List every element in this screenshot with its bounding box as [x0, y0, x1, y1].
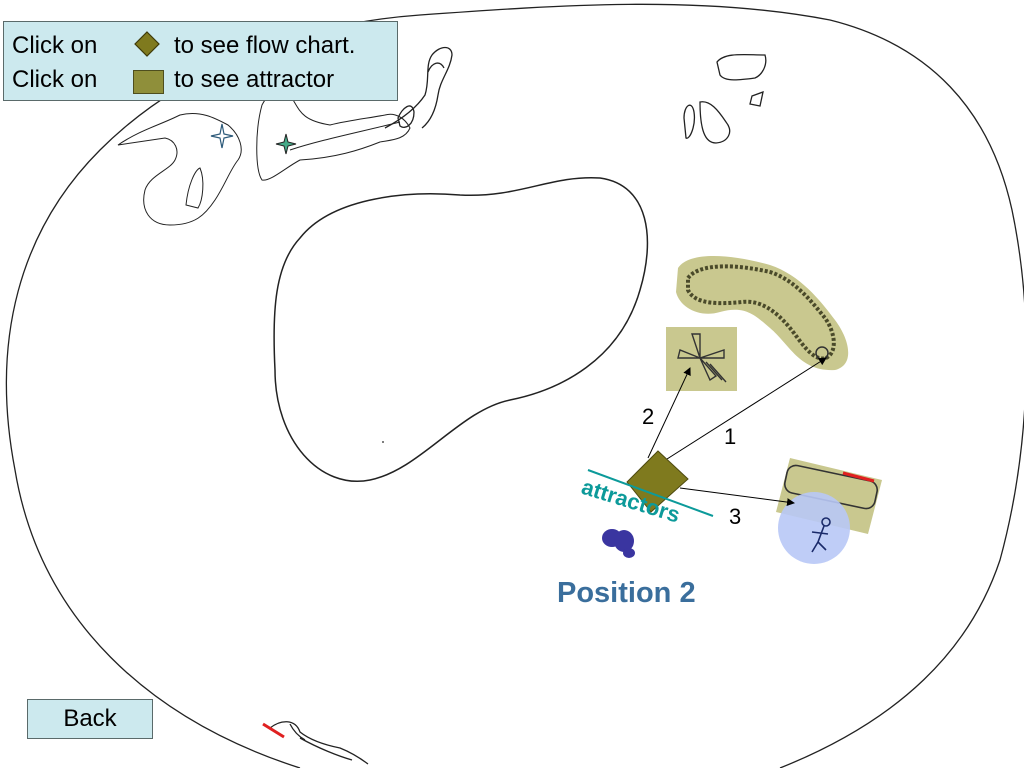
top-right-shape-3 — [683, 101, 731, 144]
info-line-flow-chart: Click on to see flow chart. — [12, 32, 355, 60]
route-label-3: 3 — [729, 504, 742, 529]
square-icon[interactable] — [133, 70, 164, 94]
island-dot — [382, 441, 384, 443]
bottom-left-figure — [269, 721, 369, 765]
red-marker-bottom — [262, 722, 285, 739]
route-arrow-1 — [655, 357, 827, 467]
person-icon — [811, 517, 831, 553]
top-left-figure — [117, 112, 242, 226]
info-line1-suffix: to see flow chart. — [174, 32, 356, 59]
windmill-icon — [677, 333, 727, 383]
info-line-attractor: Click on to see attractor — [12, 66, 334, 94]
person-circle — [778, 492, 850, 564]
attractor-zone-large — [676, 255, 849, 371]
info-line2-suffix: to see attractor — [174, 66, 335, 93]
route-arrow-3 — [679, 487, 795, 507]
info-line2-prefix: Click on — [12, 66, 98, 93]
position-label: Position 2 — [557, 577, 696, 609]
top-right-shape-1 — [716, 53, 767, 81]
info-line1-prefix: Click on — [12, 32, 98, 59]
top-left-figure-inner — [185, 167, 204, 209]
route-arrow-2 — [647, 367, 691, 459]
red-marker-bench — [842, 471, 875, 483]
route-label-2: 2 — [642, 404, 655, 429]
attractor-diamond[interactable] — [626, 450, 689, 513]
figure-marker — [602, 529, 635, 558]
outer-boundary — [5, 3, 1024, 768]
route-label-1: 1 — [724, 424, 737, 449]
central-island — [273, 176, 649, 482]
info-box: Click on to see flow chart. Click on to … — [3, 21, 398, 101]
star-marker-2 — [275, 133, 297, 155]
top-left-connector — [289, 121, 401, 151]
diamond-icon[interactable] — [134, 31, 160, 57]
top-left-figure-loop — [256, 89, 411, 181]
top-left-spiral — [384, 46, 453, 129]
attractors-underline — [587, 469, 714, 517]
star-marker-1 — [210, 123, 234, 149]
back-button[interactable]: Back — [27, 699, 153, 739]
top-right-shape-2 — [749, 90, 764, 107]
